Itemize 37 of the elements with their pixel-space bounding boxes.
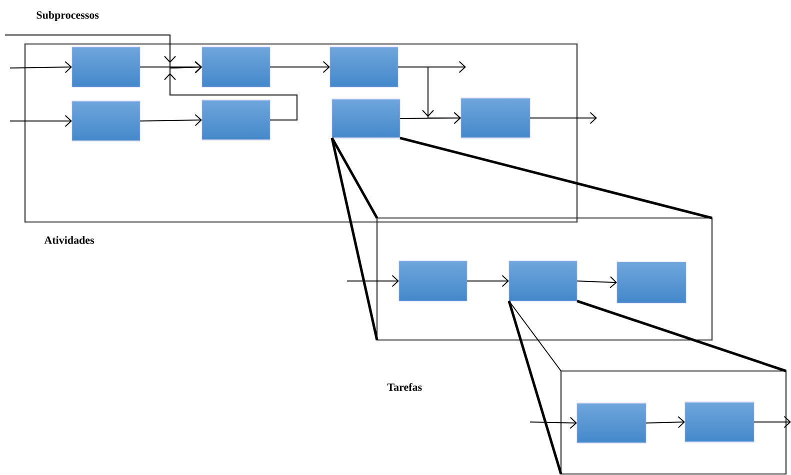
arrow [530, 112, 597, 124]
arrow [466, 275, 509, 287]
zoom-line [330, 137, 378, 219]
process-box [398, 260, 468, 302]
process-box [576, 402, 646, 444]
process-box [72, 46, 140, 88]
zoom-line [330, 138, 378, 340]
zoom-line [576, 300, 786, 372]
process-box [616, 262, 686, 304]
arrow [576, 276, 617, 288]
process-box [202, 46, 270, 88]
process-box [202, 100, 270, 140]
arrow [754, 416, 791, 428]
zoom-line [508, 300, 562, 474]
zoom-frame [560, 370, 787, 475]
arrow [530, 416, 577, 429]
arrow [400, 112, 462, 124]
zoom-frame [24, 43, 578, 223]
process-box [460, 98, 530, 138]
arrow [140, 114, 202, 126]
arrow [10, 115, 72, 127]
zoom-frame [376, 217, 713, 341]
process-box [332, 98, 400, 138]
process-box [684, 402, 754, 442]
process-box [330, 46, 398, 88]
arrow [346, 275, 399, 287]
zoom-line [508, 300, 562, 372]
section-label: Tarefas [387, 383, 422, 391]
arrow [270, 61, 330, 73]
section-label: Subprocessos [36, 11, 99, 21]
process-box [72, 100, 140, 142]
section-label: Atividades [44, 236, 94, 244]
zoom-line [400, 136, 712, 220]
process-box [508, 260, 578, 302]
arrow [646, 416, 685, 428]
arrow [164, 61, 298, 120]
arrow [10, 61, 72, 74]
